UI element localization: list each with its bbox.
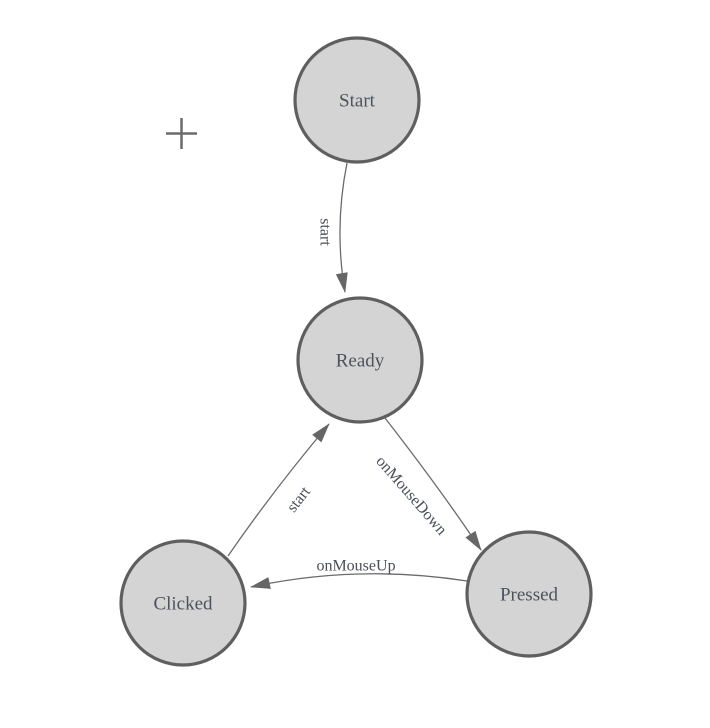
edge-label-clicked-start: start bbox=[284, 483, 315, 516]
transition-ready-pressed[interactable] bbox=[384, 417, 482, 551]
state-node-pressed[interactable]: Pressed bbox=[465, 530, 593, 658]
state-circle bbox=[293, 36, 421, 164]
state-circle bbox=[465, 530, 593, 658]
transition-clicked-ready[interactable] bbox=[227, 423, 330, 557]
state-node-clicked[interactable]: Clicked bbox=[119, 539, 247, 667]
state-node-ready[interactable]: Ready bbox=[296, 296, 424, 424]
transition-pressed-clicked[interactable] bbox=[250, 573, 468, 589]
plus-crosshair-icon bbox=[166, 118, 197, 149]
edge-label-on-mouse-up: onMouseUp bbox=[316, 558, 395, 575]
state-node-start[interactable]: Start bbox=[293, 36, 421, 164]
edge-label-on-mouse-down: onMouseDown bbox=[372, 453, 450, 539]
state-circle bbox=[119, 539, 247, 667]
state-circle bbox=[296, 296, 424, 424]
edge-label-start-ready: start bbox=[316, 218, 333, 246]
transition-start-ready[interactable] bbox=[335, 162, 348, 293]
